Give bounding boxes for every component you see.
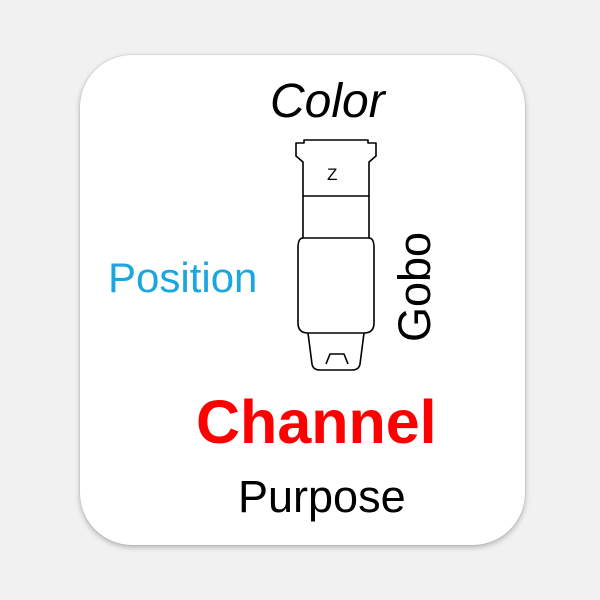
sticker-card: [80, 55, 525, 545]
purpose-label: Purpose: [238, 471, 406, 522]
color-label: Color: [270, 75, 385, 128]
fader-knob-icon: [295, 139, 377, 371]
channel-label: Channel: [196, 388, 437, 456]
gobo-label: Gobo: [389, 231, 440, 342]
position-label: Position: [108, 254, 258, 301]
fader-cap-mark: Z: [327, 165, 338, 184]
